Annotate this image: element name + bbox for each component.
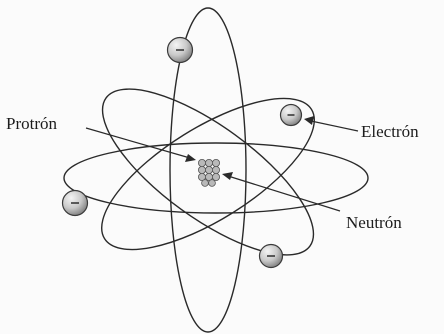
nucleon — [212, 159, 219, 166]
neutron-pointer — [222, 172, 340, 211]
nucleon — [202, 180, 209, 187]
proton-arrow-line — [86, 128, 190, 158]
neutron-label: Neutrón — [346, 213, 402, 232]
electron-arrow-line — [311, 121, 358, 131]
nucleon — [209, 180, 216, 187]
electron-bottom — [260, 245, 283, 268]
electron-pointer — [304, 116, 358, 131]
nucleon — [205, 159, 212, 166]
electron-right — [281, 105, 302, 126]
arrowhead-icon — [222, 172, 233, 180]
arrowhead-icon — [185, 154, 196, 162]
electron-label: Electrón — [361, 122, 419, 141]
nucleon — [198, 159, 205, 166]
electron-top — [168, 38, 193, 63]
nucleon — [205, 166, 212, 173]
nucleon — [198, 166, 205, 173]
proton-pointer — [86, 128, 196, 162]
proton-label: Protrón — [6, 114, 58, 133]
nucleon — [212, 166, 219, 173]
arrowhead-icon — [304, 116, 314, 125]
electron-left — [63, 191, 88, 216]
nucleus — [198, 159, 219, 186]
